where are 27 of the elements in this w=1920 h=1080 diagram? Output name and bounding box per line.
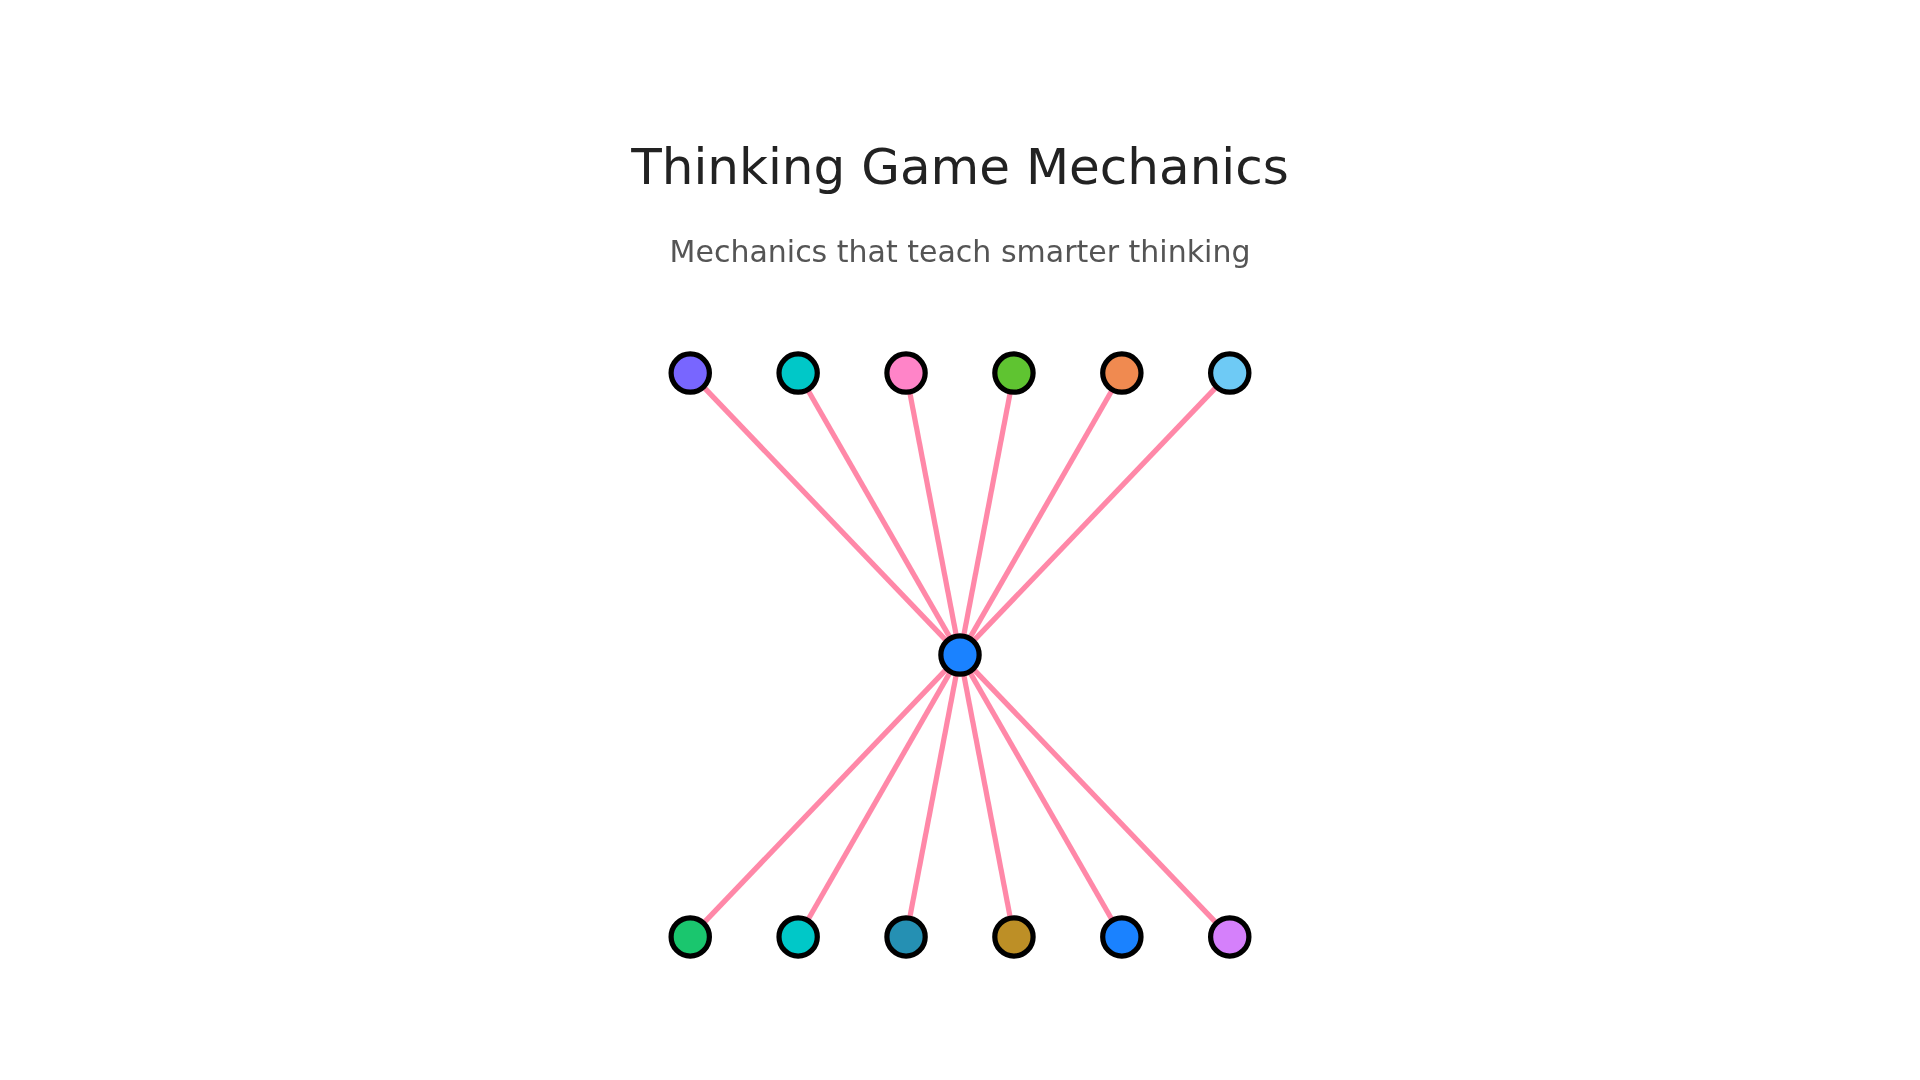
- connector-line: [907, 393, 959, 635]
- connector-line: [972, 386, 1218, 642]
- connector-line: [961, 393, 1013, 635]
- connector-line: [972, 668, 1218, 924]
- circle-node: [668, 915, 712, 959]
- circle-node: [1100, 915, 1144, 959]
- connector-line: [806, 389, 952, 639]
- circle-node: [1208, 915, 1252, 959]
- connector-line: [961, 675, 1013, 917]
- circle-node: [884, 351, 928, 395]
- circle-node: [1208, 351, 1252, 395]
- connector-line: [702, 668, 948, 924]
- connector-line: [702, 386, 948, 642]
- subtitle: Mechanics that teach smarter thinking: [669, 234, 1251, 269]
- connector-line: [968, 671, 1114, 921]
- connector-line: [907, 675, 959, 917]
- circle-node: [992, 351, 1036, 395]
- circle-node: [776, 351, 820, 395]
- circle-node: [938, 633, 982, 677]
- circle-node: [776, 915, 820, 959]
- circle-node: [668, 351, 712, 395]
- connector-line: [968, 389, 1114, 639]
- circle-node: [884, 915, 928, 959]
- circle-node: [992, 915, 1036, 959]
- connector-line: [806, 671, 952, 921]
- diagram-title: Thinking Game Mechanics: [631, 138, 1289, 196]
- circle-node: [1100, 351, 1144, 395]
